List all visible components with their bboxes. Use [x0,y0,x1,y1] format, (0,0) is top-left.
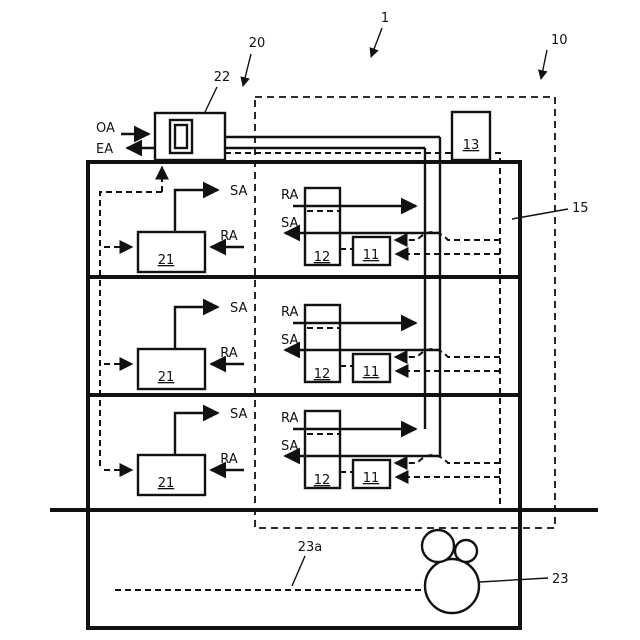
leader-line-10 [537,49,548,80]
heat-exchanger-inner [173,123,189,150]
leader-line-23 [479,577,549,583]
heat-exchanger-outer [168,118,194,155]
indoor-unit-11-box [351,352,392,384]
sa-branch-duct [173,181,220,232]
indoor-unit-11-box [351,235,392,267]
ea-label: EA [96,142,113,157]
pump-circle-small [453,538,479,564]
unit-11-label: 11 [363,365,380,380]
left-control-riser [99,191,162,470]
refrigerant-trunk-line [225,152,501,505]
leader-line-23a [291,555,306,587]
unit-21-label: 21 [158,476,175,491]
ref-label-23: 23 [552,572,569,587]
floor-unit-21-box [136,453,207,497]
ra-return-label: RA [220,229,238,244]
sa-branch-duct [173,404,220,455]
ra-return-label: RA [220,452,238,467]
floor-3-group: SA RA 21 12 RA SA 11 [104,404,500,497]
floor-unit-21-box [136,230,207,274]
ref-label-10: 10 [551,33,568,48]
sa-duct-label: SA [281,333,298,348]
leader-line-1 [369,27,383,58]
refrigerant-pipe-upper [393,348,500,364]
unit-11-label: 11 [363,248,380,263]
sa-duct-label: SA [281,439,298,454]
vav-unit-12-box [303,303,342,384]
sa-branch-duct [173,298,220,349]
sa-branch-label: SA [230,407,247,422]
floor-unit-21-box [136,347,207,391]
sa-branch-label: SA [230,301,247,316]
unit-12-label: 12 [314,473,331,488]
leader-line-20 [240,53,252,87]
ra-return-label: RA [220,346,238,361]
ref-label-1: 1 [381,11,389,26]
ref-label-23a: 23a [298,540,323,555]
ra-duct-label: RA [281,188,299,203]
refrigerant-pipe-upper [393,231,500,247]
sa-duct-label: SA [281,216,298,231]
ra-duct-label: RA [281,305,299,320]
vav-unit-12-box [303,186,342,267]
floor-1-group: SA RA 21 12 RA SA 11 [104,181,500,274]
sa-branch-label: SA [230,184,247,199]
leader-line-22 [204,86,218,113]
heat-source-unit-13-box [450,110,492,162]
unit-12-label: 12 [314,250,331,265]
unit-21-label: 21 [158,370,175,385]
ref-label-22: 22 [214,70,231,85]
unit-13-label: 13 [463,138,480,153]
unit-12-label: 12 [314,367,331,382]
unit-21-label: 21 [158,253,175,268]
vav-unit-12-box [303,409,342,490]
ref-label-15: 15 [572,201,589,216]
pump-circle-large [423,557,481,615]
refrigerant-pipe-upper [393,454,500,470]
floor-2-group: SA RA 21 12 RA SA 11 [104,298,500,391]
unit-11-label: 11 [363,471,380,486]
ref-label-20: 20 [249,36,266,51]
system-boundary-10 [254,96,556,529]
leader-line-15 [511,208,569,220]
ra-duct-label: RA [281,411,299,426]
pump-circle-medium [420,528,456,564]
oa-label: OA [96,121,115,136]
indoor-unit-11-box [351,458,392,490]
